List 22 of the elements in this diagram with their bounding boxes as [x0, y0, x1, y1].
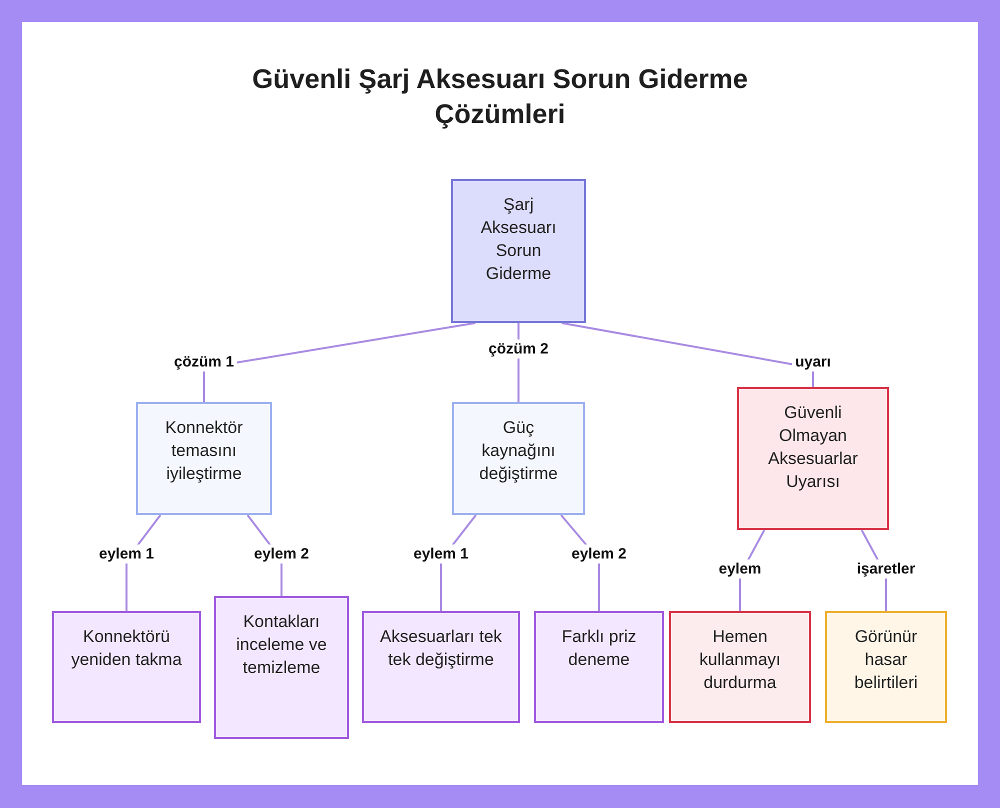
process-box — [452, 402, 585, 515]
process-box — [737, 387, 889, 530]
process-box — [52, 611, 201, 723]
node-text: Kontakları inceleme ve temizleme — [235, 611, 328, 679]
node-text: Şarj Aksesuarı Sorun Giderme — [480, 194, 558, 285]
process-box — [669, 611, 811, 723]
node-text: Hemen kullanmayı durdurma — [698, 626, 782, 694]
process-box — [362, 611, 520, 723]
node-text: Güç kaynağını değiştirme — [478, 417, 559, 485]
node-text: Güvenli Olmayan Aksesuarlar Uyarısı — [767, 402, 859, 493]
diagram-title: Güvenli Şarj Aksesuarı Sorun Giderme Çözümleri — [251, 63, 749, 132]
node-text: Görünür hasar belirtileri — [853, 626, 919, 694]
process-box — [214, 596, 349, 739]
process-box — [534, 611, 664, 723]
node-text: Aksesuarları tek tek değiştirme — [379, 626, 503, 671]
process-box — [136, 402, 272, 515]
connector-line — [562, 322, 814, 387]
process-box — [451, 179, 586, 323]
node-text: Farklı priz deneme — [560, 626, 638, 671]
process-box — [825, 611, 947, 723]
node-text: Konnektör temasını iyileştirme — [164, 417, 244, 485]
node-text: Konnektörü yeniden takma — [70, 626, 183, 671]
